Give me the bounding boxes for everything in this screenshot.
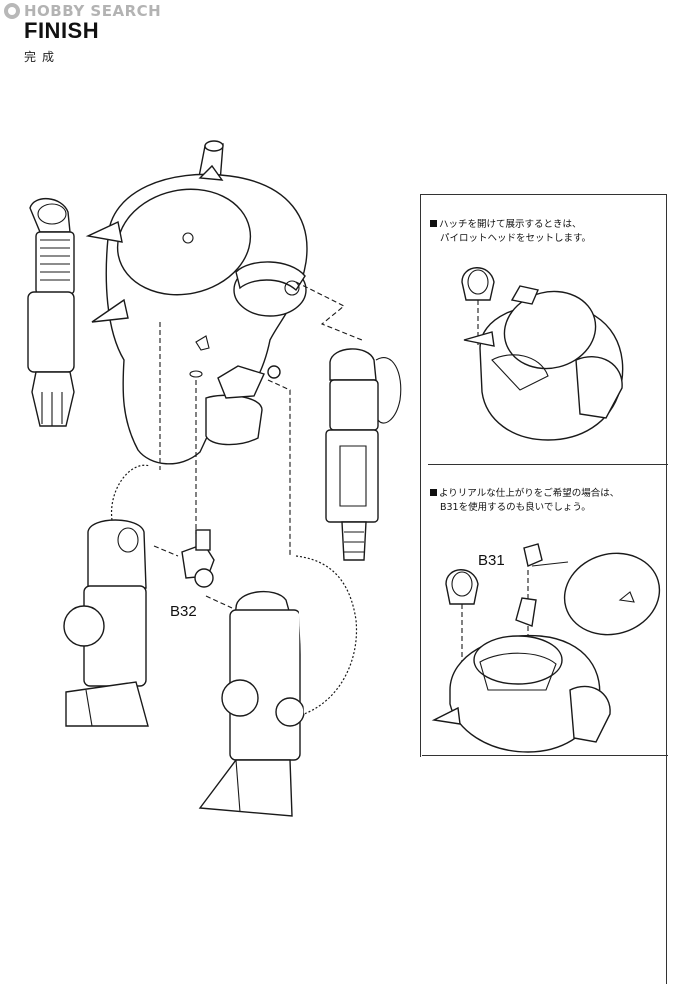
- hobby-search-logo-icon: [4, 3, 20, 19]
- inset-2-drawing: [431, 543, 661, 753]
- inset-note-2-line-2: B31を使用するのも良いでしょう。: [440, 502, 591, 513]
- left-arm-drawing: [27, 198, 75, 427]
- square-bullet-icon: [430, 489, 437, 496]
- right-leg-drawing: [198, 590, 305, 817]
- page-subtitle: 完成: [24, 50, 61, 64]
- inset-divider-middle: [428, 464, 668, 465]
- watermark: HOBBY SEARCH: [4, 2, 161, 20]
- square-bullet-icon: [430, 220, 437, 227]
- watermark-brand: HOBBY SEARCH: [24, 2, 162, 20]
- page-frame-right: [666, 194, 667, 984]
- inset-divider-bottom: [422, 755, 668, 756]
- inset-1-drawing: [461, 267, 624, 441]
- part-label-b32: B32: [170, 603, 197, 620]
- assembly-guide-lines: [153, 281, 363, 609]
- hose-drawing: [110, 464, 358, 715]
- part-label-b31: B31: [478, 552, 505, 569]
- page-title: FINISH: [24, 18, 100, 43]
- main-body-drawing: [85, 140, 308, 465]
- part-b32-drawing: [181, 529, 215, 588]
- inset-note-2-line-1: よりリアルな仕上がりをご希望の場合は、: [439, 488, 620, 499]
- inset-divider-top: [420, 194, 666, 195]
- inset-frame-left: [420, 194, 421, 757]
- left-leg-drawing: [63, 519, 149, 727]
- inset-note-1-line-1: ハッチを開けて展示するときは、: [439, 219, 582, 230]
- inset-note-1-line-2: パイロットヘッドをセットします。: [440, 233, 592, 244]
- inset-note-1: ハッチを開けて展示するときは、 パイロットヘッドをセットします。: [430, 218, 591, 246]
- inset-note-2: よりリアルな仕上がりをご希望の場合は、 B31を使用するのも良いでしょう。: [430, 487, 619, 515]
- right-arm-drawing: [325, 348, 402, 561]
